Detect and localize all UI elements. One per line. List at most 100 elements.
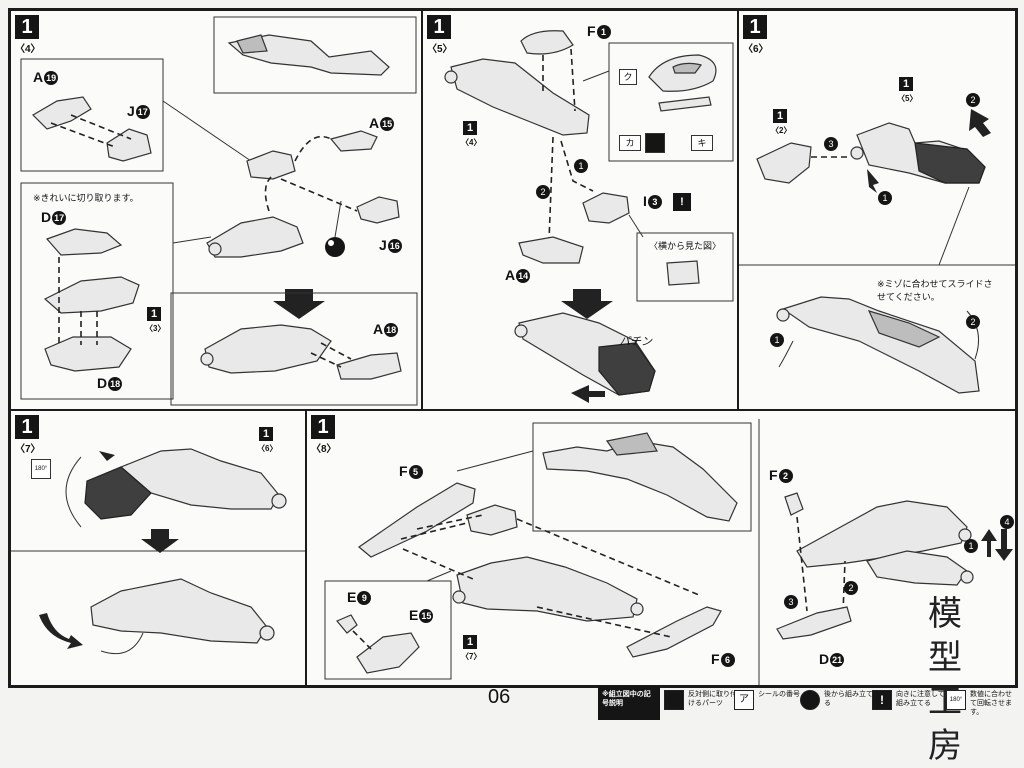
callout-letter: E: [409, 607, 419, 623]
step-number: 1: [427, 15, 451, 39]
callout-number: 1: [596, 25, 611, 40]
panel-step-5: 1 〈5〉: [422, 10, 738, 410]
callout-number: 2: [778, 469, 793, 484]
panel-step-6: 1 〈6〉 1 〈2〉 1 〈5〉 1 2 3 ※ミゾに合わせてスライドさせてく: [738, 10, 1016, 410]
watermark-line-1: 模 型: [928, 594, 970, 678]
callout-number: 16: [387, 239, 402, 254]
order-number-4: 4: [1000, 515, 1014, 529]
order-number-2-lower: 2: [966, 315, 980, 329]
step-number: 1: [311, 415, 335, 439]
slide-groove-note: ※ミゾに合わせてスライドさせてください。: [877, 279, 993, 302]
direction-caution-icon: !: [673, 193, 691, 211]
callout-letter: I: [643, 193, 647, 209]
step-4-diagram: [20, 16, 418, 406]
ref-step-badge: 1: [463, 635, 477, 649]
symbol-legend: ※組立図中の記号説明 反対側に取り付けるパーツ ア シールの番号 後から組み立て…: [598, 686, 1018, 720]
page-number: 06: [488, 686, 511, 708]
order-number-1-lower: 1: [770, 333, 784, 347]
seal-ki-icon: キ: [691, 135, 713, 151]
legend-item-seal: ア シールの番号: [734, 686, 800, 720]
callout-letter: F: [587, 23, 596, 39]
callout-number: 17: [52, 211, 67, 226]
legend-text: 後から組み立てる: [824, 691, 873, 707]
legend-text: 反対側に取り付けるパーツ: [688, 691, 737, 707]
step-number: 1: [15, 15, 39, 39]
callout-number: 21: [830, 653, 845, 668]
ref-step-sub: 〈6〉: [257, 444, 278, 453]
order-number-3: 3: [824, 137, 838, 151]
step-5-diagram: [444, 30, 734, 403]
callout-number: 15: [380, 117, 395, 132]
rotate-glyph: 180°: [949, 697, 963, 703]
callout-letter: A: [33, 69, 44, 85]
ref-step-sub-b: 〈5〉: [897, 94, 918, 103]
step-subnumber: 〈4〉: [15, 44, 41, 55]
ref-step-badge-a: 1: [773, 109, 787, 123]
panel-step-8: 1 〈8〉: [306, 410, 1016, 686]
order-number-2: 2: [844, 581, 858, 595]
callout-number: 6: [720, 653, 735, 668]
seal-label: キ: [697, 138, 707, 148]
rotate-180-icon: 180°: [31, 459, 51, 479]
ref-step-sub: 〈3〉: [145, 324, 166, 333]
ref-step-sub: 〈7〉: [461, 652, 482, 661]
step-subnumber: 〈5〉: [427, 44, 453, 55]
watermark: 模 型 工 房: [928, 592, 1024, 768]
callout-letter: D: [97, 375, 108, 391]
callout-number: 17: [135, 105, 150, 120]
callout-letter: A: [373, 321, 384, 337]
order-number-2: 2: [966, 93, 980, 107]
callout-number: 5: [408, 465, 423, 480]
callout-letter: F: [399, 463, 408, 479]
callout-number: 14: [516, 269, 531, 284]
side-view-label: 〈横から見た図〉: [649, 241, 722, 251]
ref-step-sub-a: 〈2〉: [771, 126, 792, 135]
ref-step-badge: 1: [259, 427, 273, 441]
seal-glyph: ア: [739, 694, 749, 705]
seal-label: カ: [625, 138, 635, 148]
direction-caution-icon: !: [872, 690, 892, 710]
step-subnumber: 〈8〉: [311, 444, 337, 455]
step-6-diagram: [739, 109, 1015, 394]
callout-number: 18: [384, 323, 399, 338]
callout-letter: E: [347, 589, 357, 605]
panel-step-4: 1 〈4〉: [10, 10, 422, 410]
step-number: 1: [15, 415, 39, 439]
step-subnumber: 〈6〉: [743, 44, 769, 55]
reverse-part-icon: [645, 133, 665, 153]
assemble-later-icon: [800, 690, 820, 710]
callout-number: 19: [44, 71, 59, 86]
order-number-1: 1: [878, 191, 892, 205]
callout-number: 9: [357, 591, 372, 606]
seal-label: ク: [623, 72, 633, 82]
snap-sound-label: パチン: [619, 336, 652, 348]
ref-step-badge: 1: [147, 307, 161, 321]
ref-step-badge-b: 1: [899, 77, 913, 91]
legend-text: 数値に合わせて回転させます。: [970, 691, 1012, 716]
seal-ku-icon: ク: [619, 69, 637, 85]
callout-letter: A: [505, 267, 516, 283]
callout-letter: J: [127, 103, 135, 119]
callout-number: 15: [419, 609, 434, 624]
ref-step-badge: 1: [463, 121, 477, 135]
legend-title: ※組立図中の記号説明: [598, 686, 660, 720]
callout-letter: J: [379, 237, 387, 253]
callout-number: 3: [647, 195, 662, 210]
callout-letter: F: [711, 651, 720, 667]
rotate-180-icon: 180°: [946, 690, 966, 710]
callout-letter: D: [819, 651, 830, 667]
legend-item-reverse: 反対側に取り付けるパーツ: [664, 686, 737, 720]
legend-item-caution: ! 向きに注意して組み立てる: [872, 686, 945, 720]
cut-cleanly-note: ※きれいに切り取ります。: [33, 193, 139, 203]
